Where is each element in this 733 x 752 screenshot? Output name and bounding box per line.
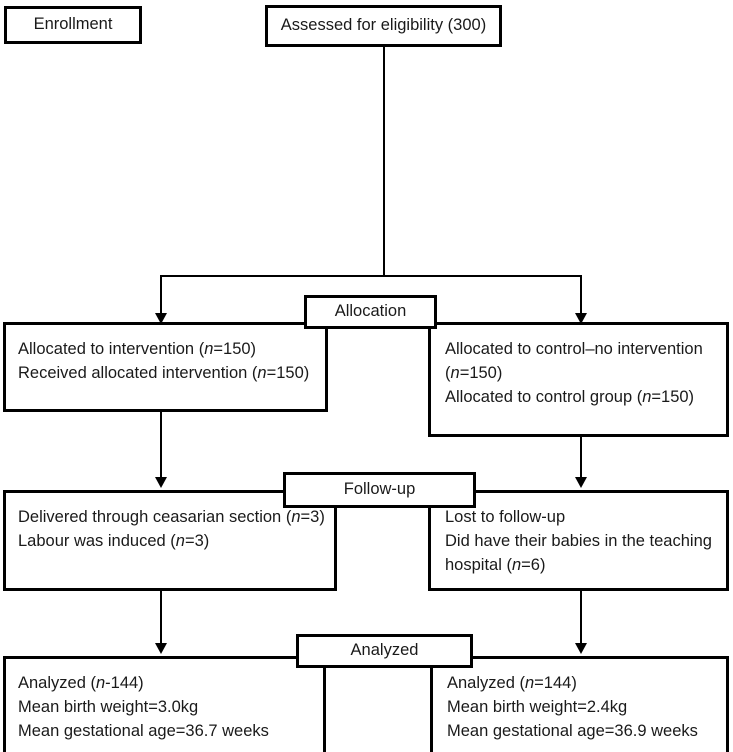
allocation-left-text: Allocated to intervention (n=150) Receiv…	[18, 340, 310, 382]
connector-allocation-left-drop	[160, 275, 162, 315]
followup-left-text: Delivered through ceasarian section (n=3…	[18, 508, 325, 550]
arrow-followup-right	[575, 477, 587, 488]
stage-label-analyzed: Analyzed	[296, 634, 473, 668]
followup-right-box: Lost to follow-up Did have their babies …	[428, 490, 729, 591]
arrow-allocation-left	[155, 313, 167, 324]
connector-enrollment-trunk	[383, 47, 385, 275]
analysis-right-text: Analyzed (n=144) Mean birth weight=2.4kg…	[447, 674, 698, 740]
followup-right-text: Lost to follow-up Did have their babies …	[445, 508, 712, 574]
allocation-right-text: Allocated to control–no intervention (n=…	[445, 340, 703, 406]
connector-allocation-split	[160, 275, 582, 277]
arrow-allocation-right	[575, 313, 587, 324]
followup-left-box: Delivered through ceasarian section (n=3…	[3, 490, 337, 591]
assessed-for-eligibility-box: Assessed for eligibility (300)	[265, 5, 502, 47]
connector-followup-right-drop	[580, 436, 582, 480]
arrow-followup-left	[155, 477, 167, 488]
stage-label-analyzed-text: Analyzed	[350, 641, 419, 660]
allocation-right-box: Allocated to control–no intervention (n=…	[428, 322, 729, 437]
stage-label-enrollment: Enrollment	[4, 6, 142, 44]
assessed-for-eligibility-text: Assessed for eligibility (300)	[280, 16, 487, 35]
connector-allocation-right-drop	[580, 275, 582, 315]
stage-label-enrollment-text: Enrollment	[33, 15, 113, 34]
stage-label-allocation-text: Allocation	[334, 302, 407, 321]
connector-analysis-right-drop	[580, 591, 582, 645]
stage-label-followup: Follow-up	[283, 472, 476, 508]
arrow-analysis-right	[575, 643, 587, 654]
analysis-left-text: Analyzed (n-144) Mean birth weight=3.0kg…	[18, 674, 269, 740]
connector-analysis-left-drop	[160, 591, 162, 645]
arrow-analysis-left	[155, 643, 167, 654]
analysis-left-box: Analyzed (n-144) Mean birth weight=3.0kg…	[3, 656, 326, 752]
analysis-right-box: Analyzed (n=144) Mean birth weight=2.4kg…	[430, 656, 729, 752]
stage-label-allocation: Allocation	[304, 295, 437, 329]
connector-followup-left-drop	[160, 411, 162, 479]
allocation-left-box: Allocated to intervention (n=150) Receiv…	[3, 322, 328, 412]
stage-label-followup-text: Follow-up	[343, 480, 416, 499]
